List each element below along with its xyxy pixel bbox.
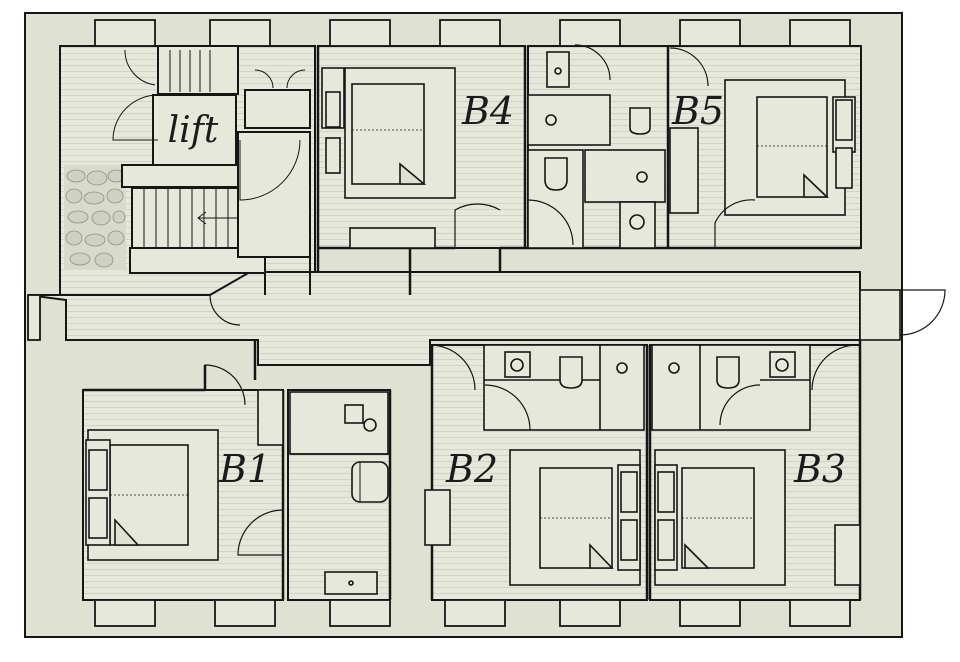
wc-icon <box>559 356 583 389</box>
window <box>679 19 741 47</box>
basin-icon <box>636 171 648 183</box>
b1-label: B1 <box>218 447 271 491</box>
wardrobe-icon <box>669 127 699 214</box>
wardrobe-icon <box>834 524 861 586</box>
window <box>94 19 156 47</box>
basin-icon <box>769 351 796 378</box>
window <box>27 294 41 341</box>
b4-label: B4 <box>461 89 514 133</box>
window <box>679 599 741 627</box>
b3-furniture <box>654 449 861 586</box>
lift-shaft <box>152 94 237 166</box>
wardrobe-icon <box>244 89 311 129</box>
wc-icon <box>716 356 740 389</box>
b2-label: B2 <box>445 447 498 491</box>
stairwell-upper <box>157 45 239 95</box>
window <box>329 19 391 47</box>
window <box>789 19 851 47</box>
wardrobe-icon <box>257 389 284 446</box>
b5-furniture <box>669 79 856 248</box>
window <box>94 599 156 627</box>
bathroom-fixtures-lower <box>483 344 811 431</box>
wardrobe-icon <box>424 489 451 546</box>
b4-furniture <box>321 67 501 249</box>
wc-icon <box>544 157 568 191</box>
window <box>329 599 391 627</box>
stone-wall <box>64 165 126 270</box>
window <box>559 599 621 627</box>
window <box>209 19 271 47</box>
b2-furniture <box>424 449 641 586</box>
window <box>559 19 621 47</box>
wc-icon <box>629 107 651 135</box>
basin-icon <box>629 214 645 230</box>
b5-label: B5 <box>671 89 724 133</box>
b3-label: B3 <box>793 447 846 491</box>
external-door <box>859 289 901 341</box>
shower-icon <box>668 362 680 374</box>
stair-core <box>112 45 311 295</box>
floor-corridor <box>27 271 861 366</box>
shower-icon <box>616 362 628 374</box>
lift-label: lift <box>168 110 219 151</box>
window <box>439 19 501 47</box>
windows <box>27 19 851 627</box>
wardrobe-icon <box>349 227 436 249</box>
window <box>444 599 506 627</box>
b1-furniture <box>85 364 390 595</box>
bathroom-fixtures-upper <box>527 44 709 249</box>
window <box>789 599 851 627</box>
corridor-details <box>209 289 946 391</box>
bathtub-icon <box>351 461 389 503</box>
basin-icon <box>545 114 557 126</box>
window <box>214 599 276 627</box>
